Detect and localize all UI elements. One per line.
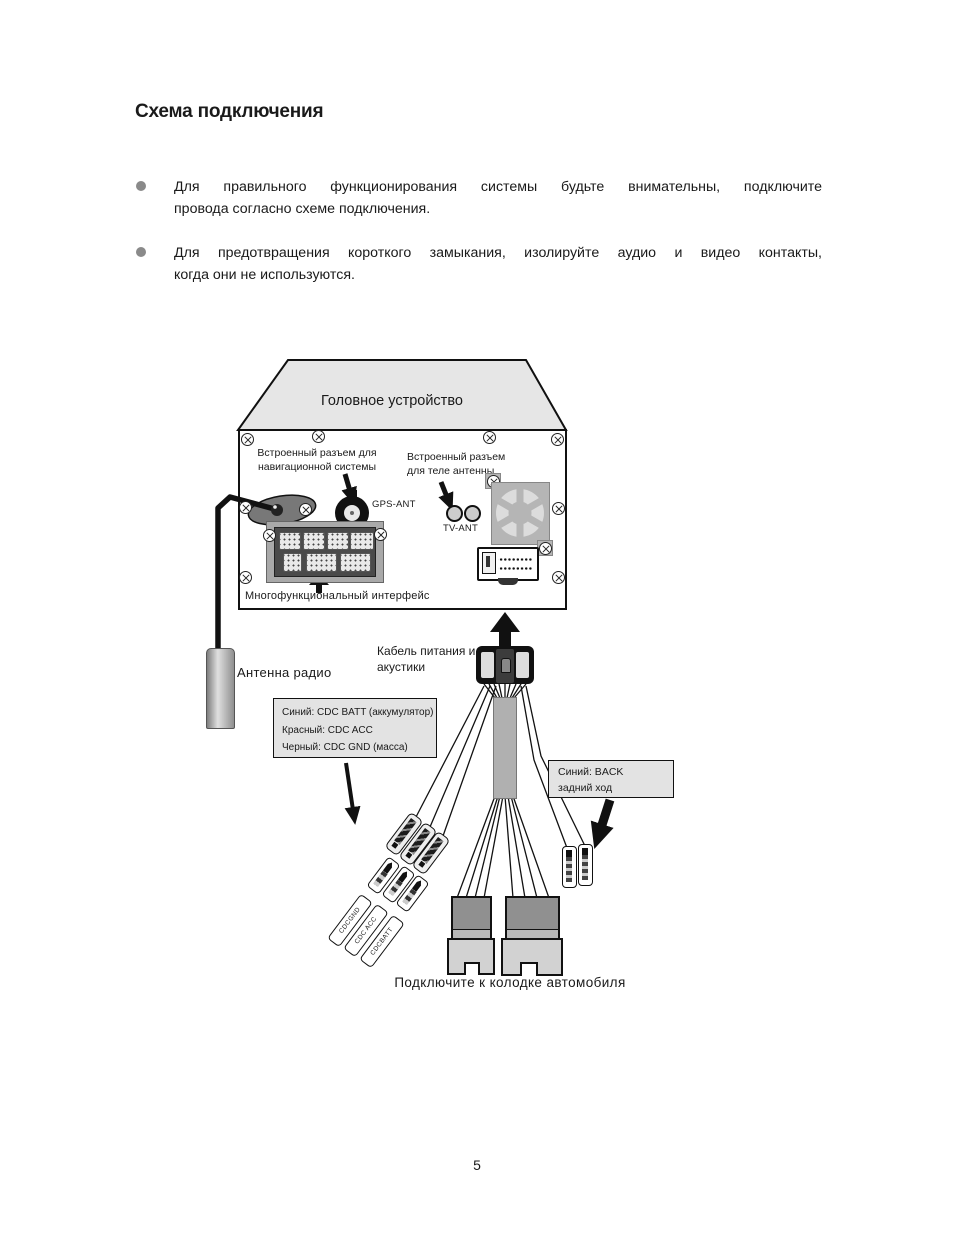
back-wire-info-line1: Синий: BACK (558, 766, 624, 778)
screw-icon (374, 528, 387, 541)
nav-connector-label: Встроенный разъем для навигационной сист… (250, 446, 384, 474)
multi-interface-block (266, 521, 384, 583)
tv-connector-label-line2: для теле антенны (407, 465, 495, 477)
interface-module (327, 532, 349, 550)
interface-module (283, 553, 302, 572)
tv-ant-connector (446, 505, 463, 522)
power-wire-info-box: Синий: CDC BATT (аккумулятор) Красный: C… (273, 698, 437, 758)
interface-module (303, 532, 325, 550)
bullet-dot-icon (136, 181, 146, 191)
bullet-line: провода согласно схеме подключения. (174, 201, 431, 217)
page-title: Схема подключения (135, 101, 324, 122)
power-wire-info-line1: Синий: CDC BATT (аккумулятор) (282, 707, 434, 718)
power-socket (477, 547, 539, 581)
power-wire-info-line3: Черный: CDC GND (масса) (282, 742, 408, 753)
power-cable-label-line2: акустики (377, 660, 426, 674)
nav-connector-label-line1: Встроенный разъем для (257, 447, 377, 459)
screw-icon (483, 431, 496, 444)
power-socket-key (482, 552, 496, 574)
screw-icon (239, 501, 252, 514)
bullet-item: Для правильного функционирования системы… (174, 176, 822, 220)
car-connector-strip (453, 929, 490, 940)
bullet-line: Для правильного функционирования системы… (174, 179, 822, 195)
screw-icon (312, 430, 325, 443)
screw-icon (552, 502, 565, 515)
fan-blades-icon (496, 489, 544, 537)
terminal-body (401, 888, 417, 905)
bullet-line: когда они не используются. (174, 267, 355, 283)
back-signal-connector (578, 844, 593, 886)
tv-connector-label-line1: Встроенный разъем (407, 451, 506, 463)
radio-antenna-label: Антенна радио (237, 665, 332, 680)
interface-module (340, 553, 371, 572)
car-connector-notch (464, 962, 480, 975)
bullet-dot-icon (136, 247, 146, 257)
screw-icon (239, 571, 252, 584)
bullet-item: Для предотвращения короткого замыкания, … (174, 242, 822, 286)
car-connector-block (505, 896, 560, 942)
screw-icon (263, 529, 276, 542)
back-signal-connector (562, 846, 577, 888)
screw-icon (551, 433, 564, 446)
page-number: 5 (473, 1157, 481, 1173)
screw-icon (539, 542, 552, 555)
terminal-body (387, 879, 403, 896)
power-plug-left-cell (481, 652, 494, 678)
gps-ant-pin (350, 511, 354, 515)
power-cable-label: Кабель питания и акустики (377, 643, 475, 675)
car-connector-block (451, 896, 492, 942)
screw-icon (241, 433, 254, 446)
screw-icon (552, 571, 565, 584)
multi-interface-label: Многофункциональный интерфейс (245, 590, 430, 602)
multi-interface-inner (274, 527, 376, 577)
back-connector-body (581, 855, 588, 880)
radio-antenna (206, 648, 235, 729)
interface-module (279, 532, 301, 550)
bullet-line: Для предотвращения короткого замыкания, … (174, 245, 822, 261)
interface-module (306, 553, 337, 572)
back-wire-info-box: Синий: BACK задний ход (548, 760, 674, 798)
car-connector-notch (520, 962, 538, 976)
power-plug (476, 646, 534, 684)
car-connector-strip (507, 929, 558, 940)
tv-ant-connector (464, 505, 481, 522)
back-wire-info-line2: задний ход (558, 781, 613, 794)
power-wire-info-line2: Красный: CDC ACC (282, 724, 373, 736)
power-socket-latch (498, 578, 518, 585)
head-unit-label: Головное устройство (321, 393, 463, 409)
terminal-body (372, 870, 388, 887)
power-plug-latch (501, 658, 511, 673)
wirebox-arrow-icon (344, 762, 361, 825)
back-connector-body (565, 857, 572, 882)
gps-ant-label: GPS-ANT (372, 499, 416, 510)
back-connector-cap (565, 850, 572, 857)
tv-ant-label: TV-ANT (443, 523, 478, 534)
power-socket-pins (498, 553, 532, 572)
power-cable-label-line1: Кабель питания и (377, 644, 476, 658)
tv-connector-label: Встроенный разъем для теле антенны (407, 450, 505, 478)
power-plug-right-cell (516, 652, 529, 678)
cooling-fan (491, 482, 550, 545)
power-plug-up-arrow-icon (490, 612, 520, 648)
power-socket-key-mark (485, 556, 490, 567)
cable-sleeve (493, 697, 517, 799)
nav-connector-label-line2: навигационной системы (257, 461, 377, 473)
power-plug-center-cell (496, 649, 514, 683)
back-box-arrow-icon (590, 798, 615, 849)
interface-module (350, 532, 374, 550)
screw-icon (299, 503, 312, 516)
back-connector-cap (581, 848, 588, 855)
fan-tab (537, 540, 553, 556)
bottom-caption: Подключите к колодке автомобиля (394, 975, 626, 990)
